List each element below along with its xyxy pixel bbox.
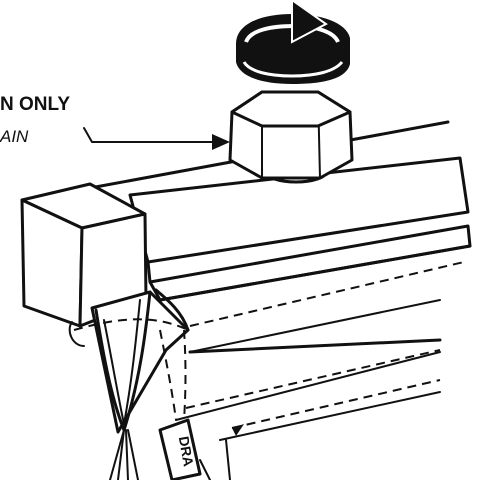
adjustment-knob [228, 90, 354, 184]
callout-arrow [83, 127, 230, 150]
shade-fabric [158, 244, 472, 481]
head-rail [128, 156, 472, 302]
mounting-bracket [73, 288, 190, 434]
callout-line-2: AIN [0, 127, 29, 146]
lift-cords [109, 429, 139, 481]
tag-label: DRA [176, 435, 197, 468]
callout-line-1: N ONLY [0, 94, 70, 115]
cord-tag: DRA [158, 418, 202, 482]
end-cap [20, 182, 148, 347]
rotation-arrow-icon [236, 0, 350, 84]
